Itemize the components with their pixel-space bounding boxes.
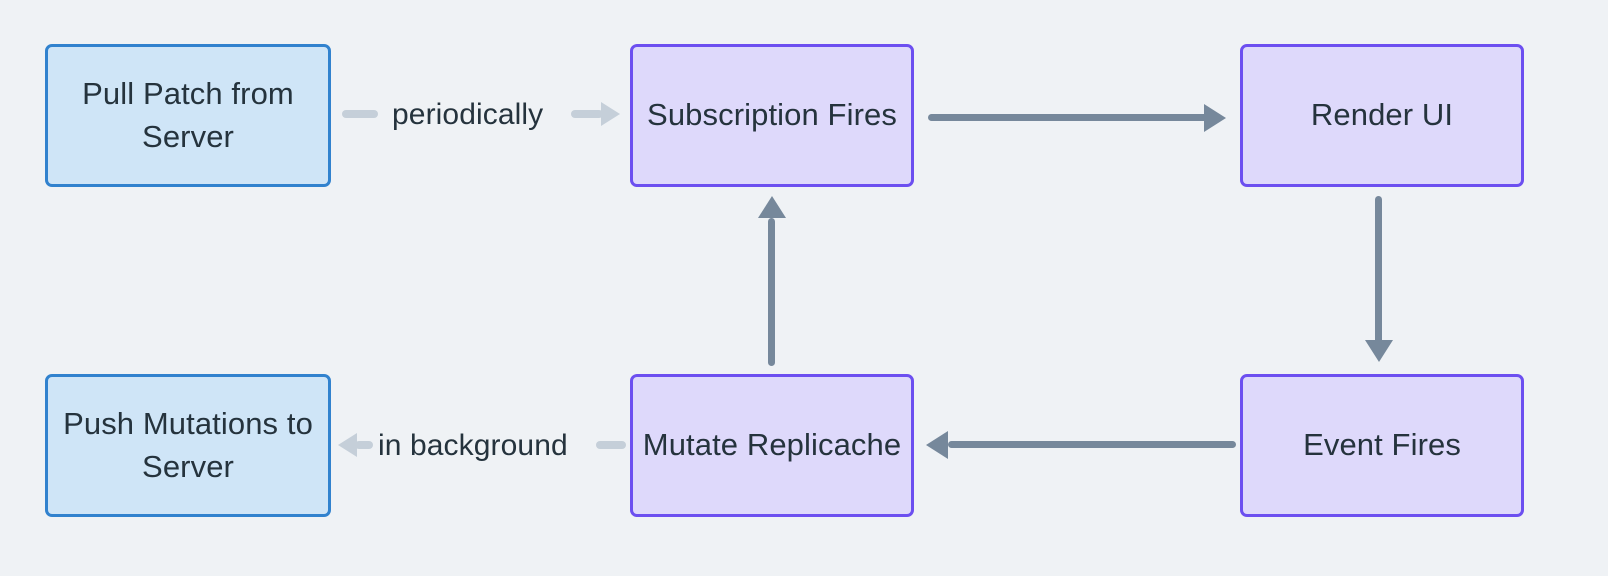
edge-label-in-background: in background xyxy=(378,429,568,462)
edge-label-periodically: periodically xyxy=(392,98,544,131)
node-label-render-ui: Render UI xyxy=(1310,97,1454,133)
edge-pull-to-subscription-stub-right xyxy=(571,110,603,118)
edge-mutate-to-push-arrowhead xyxy=(338,433,357,457)
node-label-push-mutations-to-server: Push Mutations to Server xyxy=(63,405,313,484)
edge-subscription-to-render-line xyxy=(928,114,1208,121)
edge-mutate-to-push-stub-right xyxy=(596,441,626,449)
node-pull-patch-from-server[interactable]: Pull Patch from Server xyxy=(45,44,331,187)
node-subscription-fires[interactable]: Subscription Fires xyxy=(630,44,914,187)
edge-mutate-to-subscription-arrowhead xyxy=(757,196,786,218)
edge-mutate-to-subscription-line xyxy=(768,218,775,366)
node-mutate-replicache[interactable]: Mutate Replicache xyxy=(630,374,914,517)
node-event-fires[interactable]: Event Fires xyxy=(1240,374,1524,517)
node-label-subscription-fires: Subscription Fires xyxy=(647,97,897,133)
node-label-event-fires: Event Fires xyxy=(1303,427,1461,463)
node-push-mutations-to-server[interactable]: Push Mutations to Server xyxy=(45,374,331,517)
edge-pull-to-subscription-arrowhead xyxy=(601,102,620,126)
node-label-pull-patch-from-server: Pull Patch from Server xyxy=(82,75,294,154)
edge-pull-to-subscription-stub-left xyxy=(342,110,378,118)
node-label-mutate-replicache: Mutate Replicache xyxy=(642,427,902,463)
edge-render-to-event-arrowhead xyxy=(1364,340,1393,362)
edge-mutate-to-push-stub-left xyxy=(355,441,373,449)
edge-subscription-to-render-arrowhead xyxy=(1204,103,1226,132)
edge-event-to-mutate-line xyxy=(948,441,1236,448)
node-render-ui[interactable]: Render UI xyxy=(1240,44,1524,187)
edge-render-to-event-line xyxy=(1375,196,1382,344)
edge-event-to-mutate-arrowhead xyxy=(926,430,948,459)
